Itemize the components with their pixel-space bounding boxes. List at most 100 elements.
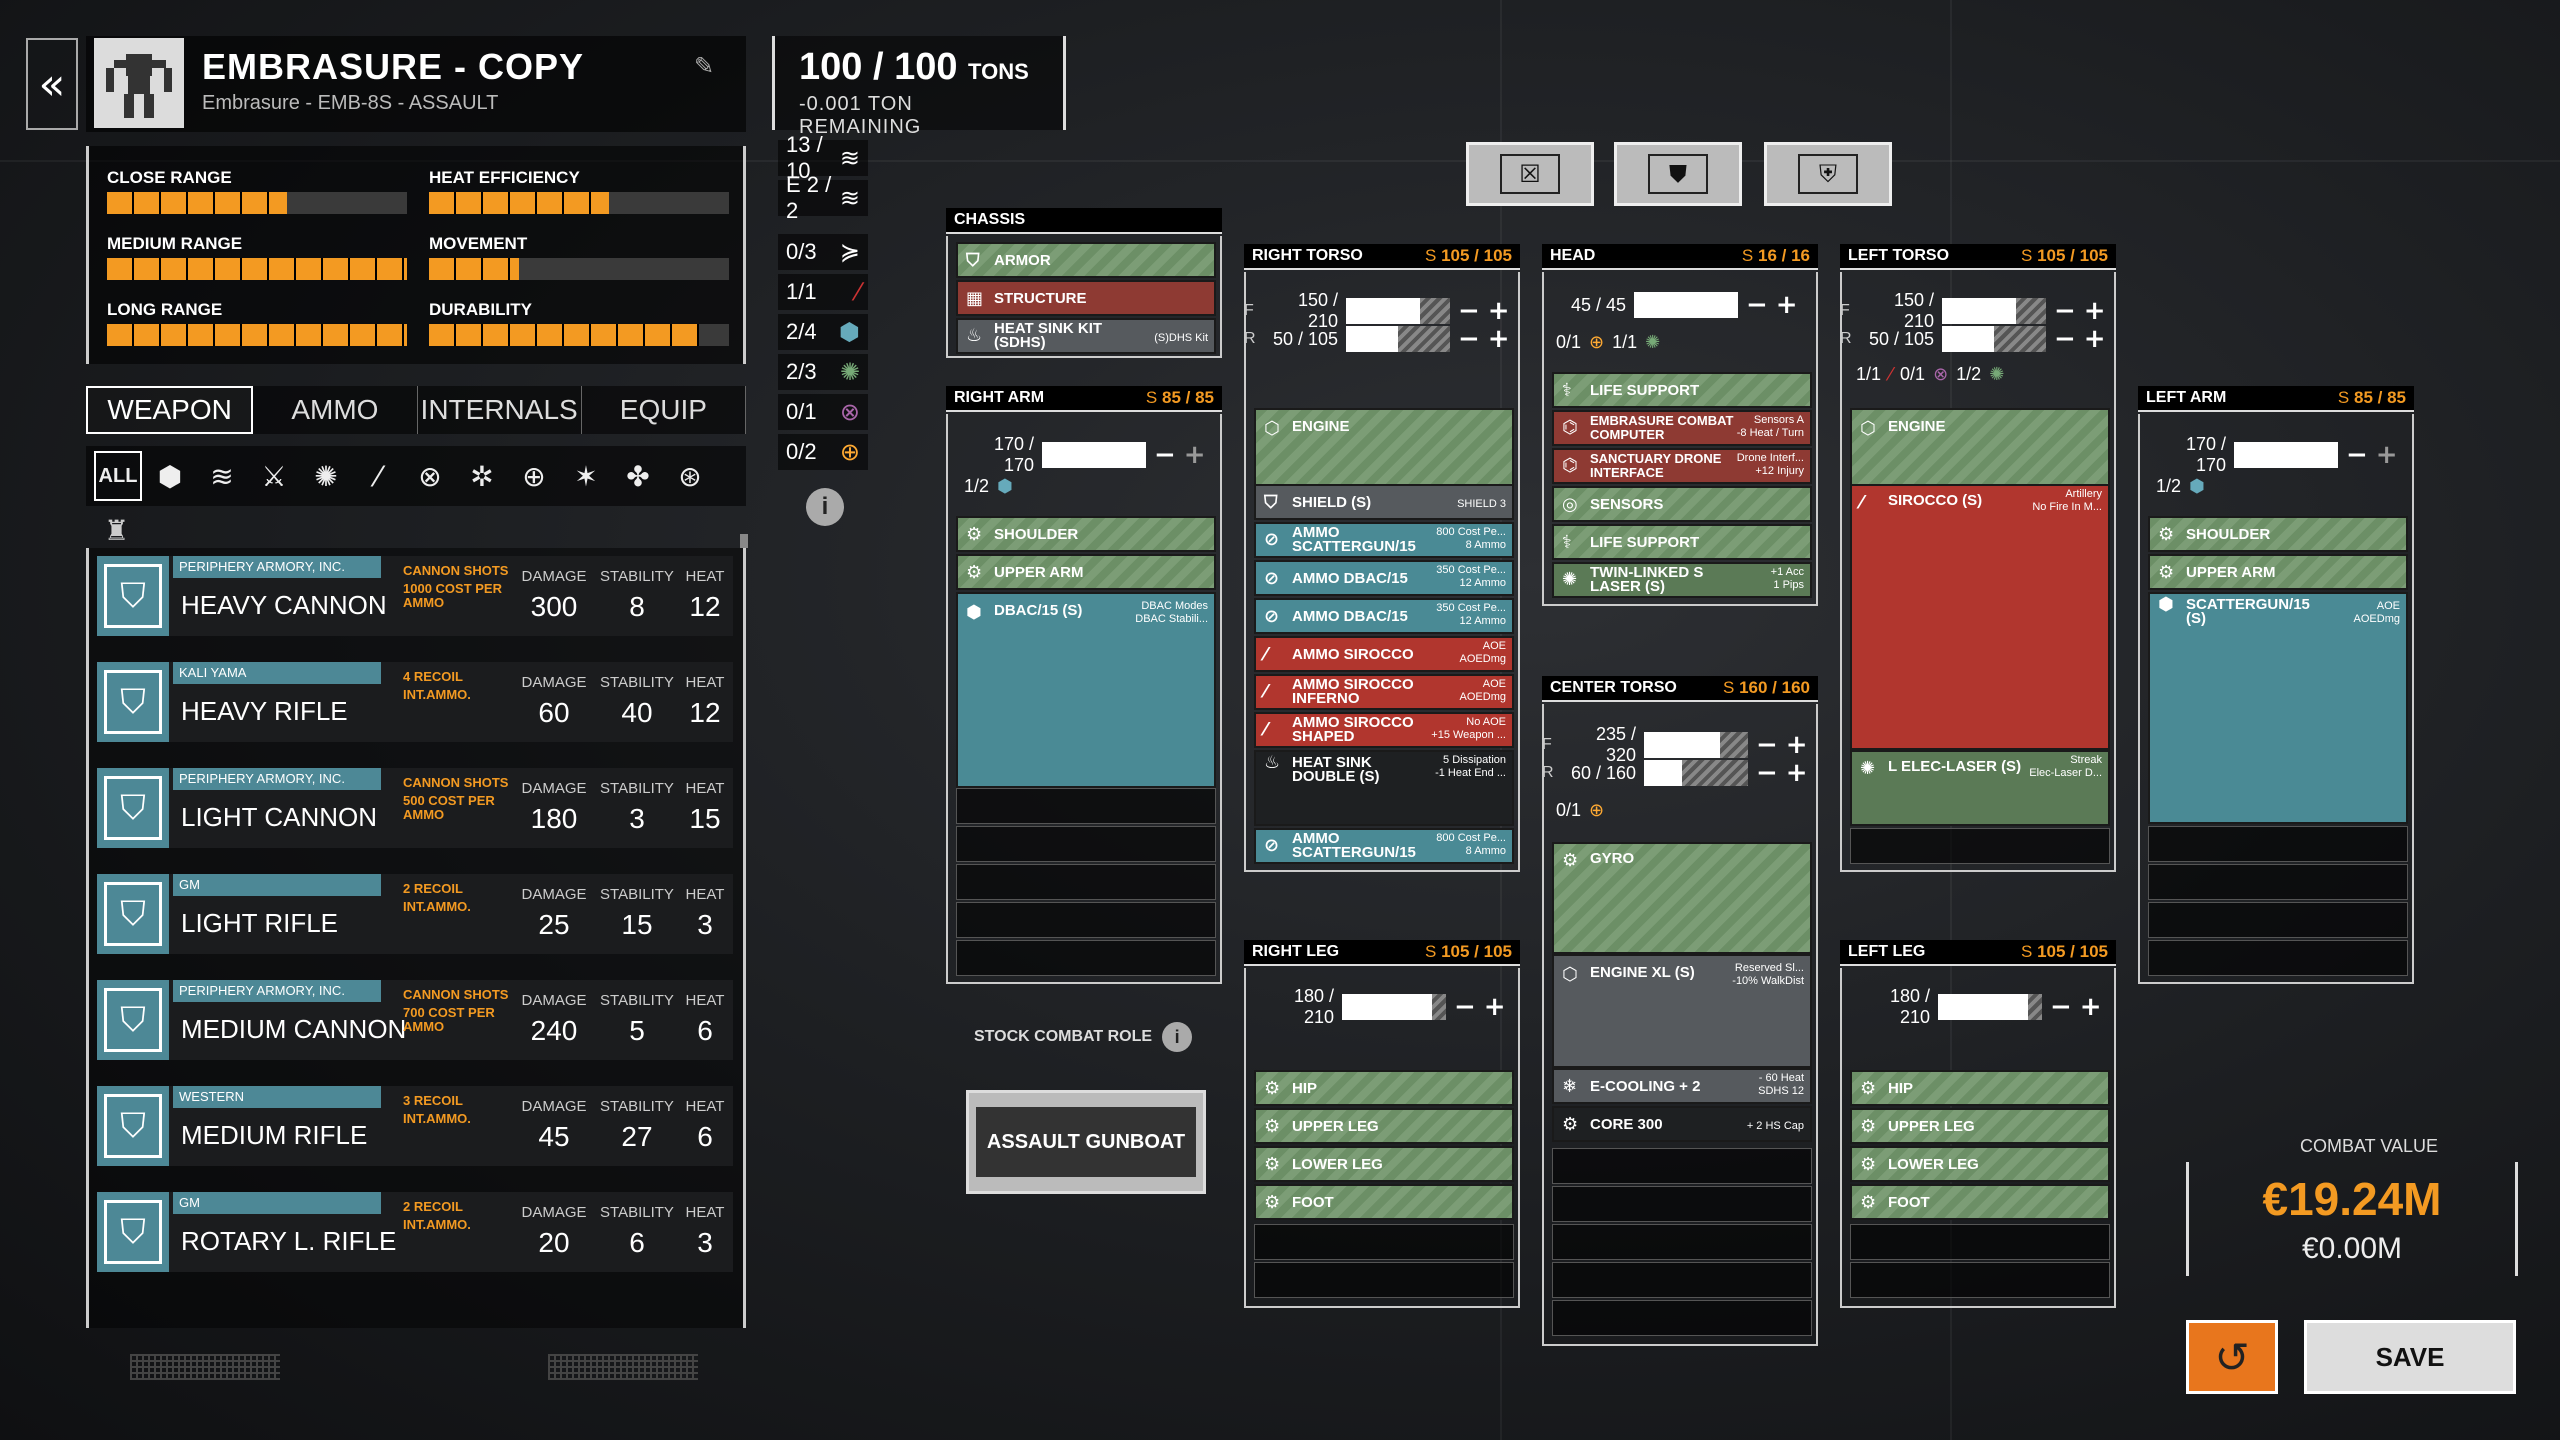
minus-button[interactable]: −: [1756, 758, 1778, 788]
filter-shield-button[interactable]: ⛨: [1764, 142, 1892, 206]
tab-ammo[interactable]: AMMO: [253, 386, 418, 434]
right-leg-lower[interactable]: ⚙LOWER LEG: [1254, 1146, 1514, 1182]
right-arm-shoulder[interactable]: ⚙SHOULDER: [956, 516, 1216, 552]
filter-all[interactable]: ALL: [94, 451, 142, 501]
info-icon[interactable]: i: [1162, 1022, 1193, 1052]
support-icon: ✺: [839, 358, 860, 386]
minus-button[interactable]: −: [1458, 324, 1480, 354]
chassis-structure[interactable]: ▦STRUCTURE: [956, 280, 1216, 316]
minus-button[interactable]: −: [1154, 440, 1176, 470]
right-arm-weapon[interactable]: ⬢DBAC/15 (S)DBAC Modes DBAC Stabili...: [956, 592, 1216, 788]
weapon-row[interactable]: ⛉ PERIPHERY ARMORY, INC. HEAVY CANNON CA…: [97, 556, 733, 636]
center-torso-gyro[interactable]: ⚙GYRO: [1552, 842, 1812, 954]
info-button[interactable]: i: [806, 488, 844, 526]
back-button[interactable]: «: [26, 38, 78, 130]
save-button[interactable]: SAVE: [2304, 1320, 2516, 1394]
left-leg-upper[interactable]: ⚙UPPER LEG: [1850, 1108, 2110, 1144]
filter-melee-icon[interactable]: ⚔: [261, 459, 287, 493]
plus-button[interactable]: +: [2375, 440, 2398, 470]
left-leg-lower[interactable]: ⚙LOWER LEG: [1850, 1146, 2110, 1182]
left-leg-hip[interactable]: ⚙HIP: [1850, 1070, 2110, 1106]
weapon-name: MEDIUM CANNON: [181, 1014, 407, 1044]
plus-button[interactable]: +: [1487, 296, 1510, 326]
center-torso-core[interactable]: ⚙CORE 300+ 2 HS Cap: [1552, 1106, 1812, 1142]
right-torso-engine[interactable]: ⬡ENGINE: [1254, 408, 1514, 486]
weapon-row[interactable]: ⛉ PERIPHERY ARMORY, INC. LIGHT CANNON CA…: [97, 768, 733, 848]
filter-support-icon[interactable]: ✤: [626, 459, 650, 493]
weapon-mod: CANNON SHOTS: [403, 987, 509, 1002]
minus-button[interactable]: −: [1458, 296, 1480, 326]
minus-button[interactable]: −: [2050, 992, 2072, 1022]
plus-button[interactable]: +: [1785, 758, 1808, 788]
minus-button[interactable]: −: [1454, 992, 1476, 1022]
filter-ballistic-icon[interactable]: ⬢: [157, 459, 183, 493]
head-twin-laser[interactable]: ✺TWIN-LINKED S LASER (S)+1 Acc 1 Pips: [1552, 562, 1812, 598]
right-leg-upper[interactable]: ⚙UPPER LEG: [1254, 1108, 1514, 1144]
filter-rifle-icon[interactable]: ⁄: [375, 459, 381, 493]
combat-role-button[interactable]: ASSAULT GUNBOAT: [966, 1090, 1206, 1194]
chassis-armor[interactable]: ⛉ARMOR: [956, 242, 1216, 278]
right-leg-hip[interactable]: ⚙HIP: [1254, 1070, 1514, 1106]
filter-energy-icon[interactable]: ⊗: [418, 459, 442, 493]
edit-icon[interactable]: ✎: [694, 52, 715, 80]
tab-weapon[interactable]: WEAPON: [86, 386, 254, 434]
filter-target-icon[interactable]: ⊕: [522, 459, 546, 493]
filter-global-icon[interactable]: ⊛: [678, 459, 702, 493]
tab-equip[interactable]: EQUIP: [582, 386, 746, 434]
left-arm-upper[interactable]: ⚙UPPER ARM: [2148, 554, 2408, 590]
plus-button[interactable]: +: [1483, 992, 1506, 1022]
minus-button[interactable]: −: [1746, 290, 1768, 320]
minus-button[interactable]: −: [2346, 440, 2368, 470]
filter-remove-button[interactable]: ☒: [1466, 142, 1594, 206]
minus-button[interactable]: −: [2054, 296, 2076, 326]
tab-internals[interactable]: INTERNALS: [418, 386, 582, 434]
left-arm-shoulder[interactable]: ⚙SHOULDER: [2148, 516, 2408, 552]
plus-button[interactable]: +: [2079, 992, 2102, 1022]
plus-button[interactable]: +: [1183, 440, 1206, 470]
plus-button[interactable]: +: [1775, 290, 1798, 320]
undo-button[interactable]: ↺: [2186, 1320, 2278, 1394]
minus-button[interactable]: −: [1756, 730, 1778, 760]
left-leg-foot[interactable]: ⚙FOOT: [1850, 1184, 2110, 1220]
left-torso-elec-laser[interactable]: ✺L ELEC-LASER (S)Streak Elec-Laser D...: [1850, 750, 2110, 826]
filter-splash-icon[interactable]: ✺: [314, 459, 338, 493]
head-sensors[interactable]: ◎SENSORS: [1552, 486, 1812, 522]
filter-flamer-icon[interactable]: ✲: [470, 459, 494, 493]
right-leg-foot[interactable]: ⚙FOOT: [1254, 1184, 1514, 1220]
plus-button[interactable]: +: [1487, 324, 1510, 354]
left-torso-engine[interactable]: ⬡ENGINE: [1850, 408, 2110, 486]
chassis-heat-sink-kit[interactable]: ♨HEAT SINK KIT (SDHS)(S)DHS Kit: [956, 318, 1216, 354]
plus-button[interactable]: +: [2083, 324, 2106, 354]
head-life-support[interactable]: ⚕LIFE SUPPORT: [1552, 372, 1812, 408]
head-life-support-2[interactable]: ⚕LIFE SUPPORT: [1552, 524, 1812, 560]
center-torso-engine-xl[interactable]: ⬡ENGINE XL (S)Reserved Sl... -10% WalkDi…: [1552, 954, 1812, 1068]
left-arm-weapon[interactable]: ⬢SCATTERGUN/15 (S)AOE AOEDmg: [2148, 592, 2408, 824]
center-torso-e-cooling[interactable]: ❄E-COOLING + 2- 60 Heat SDHS 12: [1552, 1068, 1812, 1104]
right-torso-shield[interactable]: ⛉SHIELD (S)SHIELD 3: [1254, 484, 1514, 520]
minus-button[interactable]: −: [2054, 324, 2076, 354]
filter-missile-icon[interactable]: ≋: [210, 459, 234, 493]
left-torso-sirocco[interactable]: ⁄SIROCCO (S)Artillery No Fire In M...: [1850, 484, 2110, 750]
plus-button[interactable]: +: [2083, 296, 2106, 326]
plus-button[interactable]: +: [1785, 730, 1808, 760]
right-arm-upper[interactable]: ⚙UPPER ARM: [956, 554, 1216, 590]
list-scrollbar[interactable]: [740, 534, 748, 548]
right-torso-heat-sink[interactable]: ♨HEAT SINK DOUBLE (S)5 Dissipation -1 He…: [1254, 750, 1514, 826]
filter-star-icon[interactable]: ✶: [574, 459, 598, 493]
filter-shield-x-button[interactable]: ⛊: [1614, 142, 1742, 206]
left-leg-armor: 180 / 210−+: [1889, 986, 2102, 1027]
weapon-row[interactable]: ⛉ PERIPHERY ARMORY, INC. MEDIUM CANNON C…: [97, 980, 733, 1060]
